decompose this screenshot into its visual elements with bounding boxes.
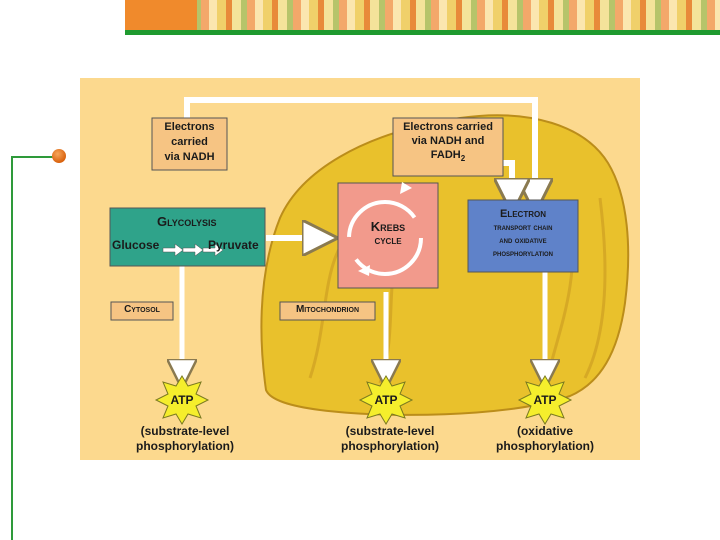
- atp-caption-1-line-1: (substrate-level: [140, 424, 230, 438]
- glycolysis-box-bg: [109, 207, 266, 267]
- atp-caption-2-line-1: (substrate-level: [345, 424, 435, 438]
- atp-burst-3: [517, 375, 573, 425]
- nadh-fadh-box: Electrons carried via NADH and FADH2: [393, 120, 503, 166]
- atp-label-1: ATP: [170, 393, 194, 407]
- atp-label-2: ATP: [374, 393, 398, 407]
- krebs-cycle-arrowhead-1: [400, 182, 412, 194]
- atp-burst-1: [154, 375, 210, 425]
- etc-line-4: phosphorylation: [492, 248, 553, 258]
- etc-box-bg: [467, 199, 579, 273]
- krebs-line-2: cycle: [374, 235, 402, 247]
- atp-burst-2: [358, 375, 414, 425]
- krebs-cycle-arrowhead-2: [358, 265, 370, 276]
- glucose-label: Glucose: [112, 238, 160, 252]
- bullet-dot-icon: [52, 149, 66, 163]
- etc-box: Electron transport chain and oxidative p…: [468, 208, 578, 260]
- nadh-fadh-box-line-1: Electrons carried: [403, 121, 493, 133]
- atp-label-3: ATP: [533, 393, 557, 407]
- mitochondrion-text: Mitochondrion: [295, 304, 360, 315]
- left-horizontal-line: [11, 156, 59, 158]
- left-vertical-line: [11, 156, 13, 540]
- cytosol-box-bg: [110, 301, 174, 321]
- cellular-respiration-diagram: Electrons carried via NADH Electrons car…: [80, 78, 640, 460]
- mitochondrion-label-bg: [279, 301, 376, 321]
- diagram-graphics: [109, 97, 630, 425]
- nadh-box-line-1: Electrons: [164, 121, 215, 133]
- krebs-line-1: Krebs: [370, 219, 406, 234]
- cytosol-text: Cytosol: [124, 304, 160, 315]
- atp-caption-3-line-2: phosphorylation): [496, 439, 594, 453]
- nadh-box-bg: [151, 117, 228, 171]
- cytosol-label: Cytosol: [111, 304, 173, 315]
- nadh-box-line-2: carried: [171, 136, 208, 148]
- nadh-fadh-box-bg: [392, 117, 504, 177]
- etc-line-3: and oxidative: [499, 235, 547, 245]
- fadh-subscript: 2: [460, 154, 466, 164]
- glycolysis-title: Glycolysis: [157, 214, 217, 229]
- top-decorative-banner: [125, 0, 720, 30]
- krebs-box: Krebs cycle: [338, 220, 438, 248]
- nadh-fadh-box-line-3: FADH2: [393, 148, 503, 166]
- mitochondrion-label: Mitochondrion: [280, 304, 375, 315]
- etc-line-2: transport chain: [493, 222, 553, 232]
- atp-caption-2: (substrate-level phosphorylation): [330, 424, 450, 454]
- nadh-box-line-3: via NADH: [164, 151, 215, 163]
- krebs-cycle-ring: [347, 200, 423, 276]
- atp-caption-3: (oxidative phosphorylation): [485, 424, 605, 454]
- mitochondrion-cristae: [308, 197, 607, 384]
- nadh-fadh-box-line-2: via NADH and: [411, 135, 485, 147]
- nadh-box: Electrons carried via NADH: [152, 120, 227, 165]
- atp-caption-1-line-2: phosphorylation): [136, 439, 234, 453]
- nadh-top-loop-line: [184, 97, 535, 196]
- atp-caption-2-line-2: phosphorylation): [341, 439, 439, 453]
- etc-line-1: Electron: [499, 208, 546, 220]
- banner-underline: [125, 30, 720, 35]
- atp-caption-1: (substrate-level phosphorylation): [125, 424, 245, 454]
- glycolysis-small-arrows: [162, 243, 224, 257]
- glycolysis-box: Glycolysis Glucose Pyruvate: [110, 214, 265, 252]
- pyruvate-label: Pyruvate: [208, 238, 259, 252]
- atp-caption-3-line-1: (oxidative: [516, 424, 573, 438]
- fadh-label: FADH: [430, 149, 461, 161]
